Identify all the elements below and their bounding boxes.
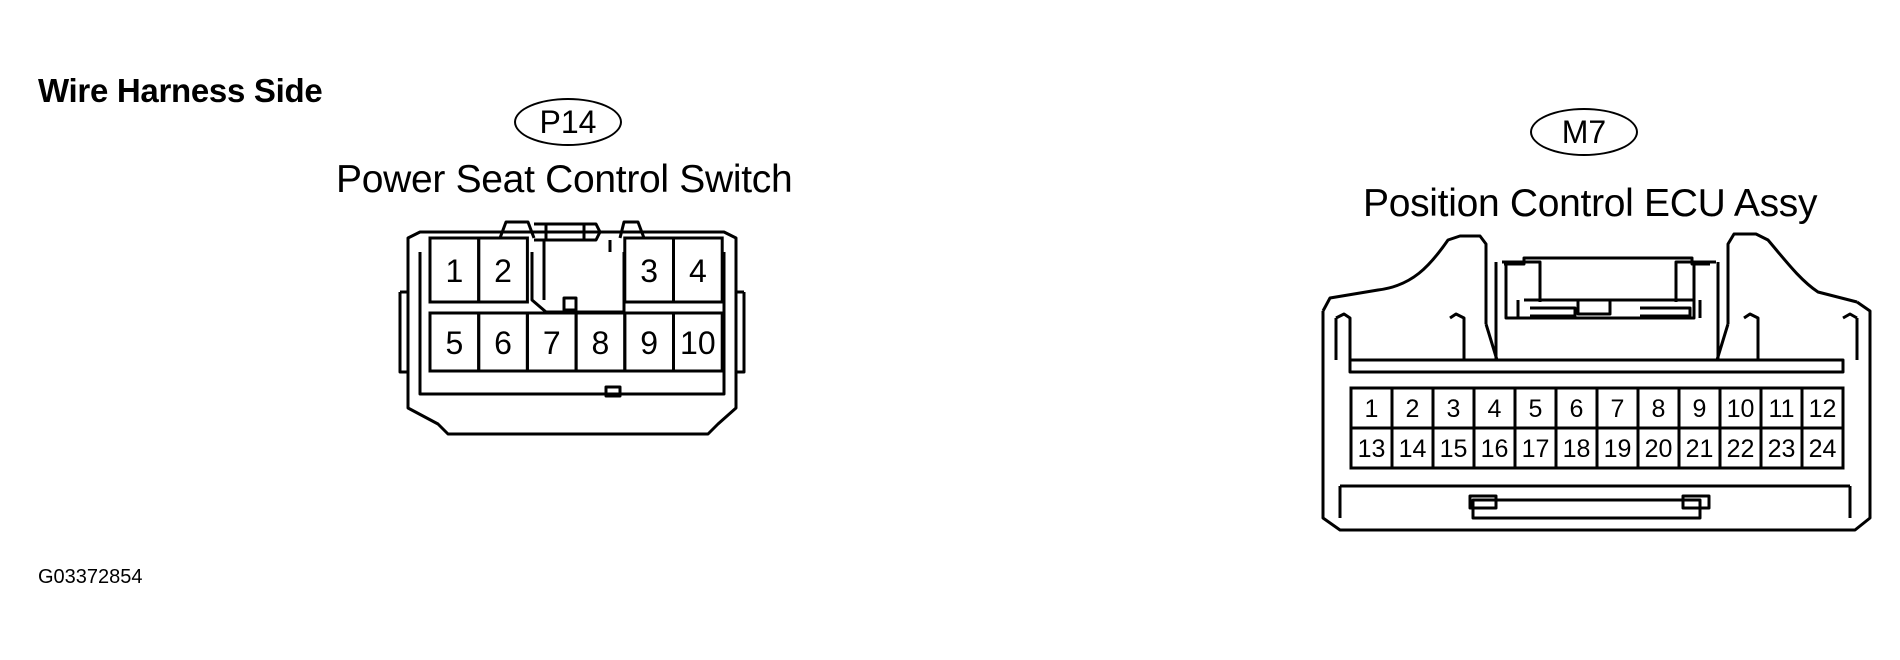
pin-p14-7: 7 [525, 311, 578, 373]
pin-number: 1 [445, 253, 463, 289]
pin-cavity [672, 311, 724, 373]
pin-cavity [1800, 426, 1845, 470]
pin-number: 12 [1809, 395, 1837, 423]
pin-m7-24: 24 [1800, 426, 1845, 470]
pin-p14-4: 4 [672, 236, 724, 304]
pin-p14-8: 8 [574, 311, 627, 373]
pin-number: 22 [1727, 435, 1755, 463]
pin-number: 2 [494, 253, 512, 289]
pin-number: 19 [1604, 435, 1632, 463]
pin-number: 24 [1809, 435, 1837, 463]
pin-p14-10: 10 [672, 311, 724, 373]
connector-code-badge-p14: P14 [514, 98, 622, 146]
pin-number: 14 [1399, 435, 1427, 463]
pin-m7-17: 17 [1513, 426, 1558, 470]
pin-m7-8: 8 [1636, 386, 1681, 430]
pin-number: 9 [1693, 395, 1707, 423]
pin-m7-19: 19 [1595, 426, 1640, 470]
pin-number: 6 [1570, 395, 1584, 423]
pin-number: 10 [1727, 395, 1755, 423]
pin-number: 1 [1365, 395, 1379, 423]
pin-p14-1: 1 [428, 236, 481, 304]
connector-code-badge-m7: M7 [1530, 108, 1638, 156]
pin-m7-13: 13 [1349, 426, 1394, 470]
pin-cavity [477, 236, 529, 304]
pin-p14-6: 6 [477, 311, 529, 373]
connector-body-m7 [1321, 232, 1872, 532]
pin-number: 10 [680, 325, 716, 361]
pin-m7-12: 12 [1800, 386, 1845, 430]
diagram-heading: Wire Harness Side [38, 72, 323, 109]
pin-number: 4 [1488, 395, 1502, 423]
pin-m7-16: 16 [1472, 426, 1517, 470]
connector-name-m7: Position Control ECU Assy [1363, 182, 1818, 225]
pin-number: 4 [689, 253, 707, 289]
connector-name-p14: Power Seat Control Switch [336, 158, 793, 201]
pin-m7-10: 10 [1718, 386, 1763, 430]
pin-m7-1: 1 [1349, 386, 1394, 430]
pin-m7-9: 9 [1677, 386, 1722, 430]
pin-m7-21: 21 [1677, 426, 1722, 470]
pin-number: 2 [1406, 395, 1420, 423]
pin-number: 11 [1769, 395, 1795, 423]
pin-m7-3: 3 [1431, 386, 1476, 430]
pin-m7-23: 23 [1759, 426, 1804, 470]
pin-number: 23 [1768, 435, 1796, 463]
pin-p14-3: 3 [623, 236, 675, 304]
pin-m7-2: 2 [1390, 386, 1435, 430]
pin-number: 9 [640, 325, 658, 361]
pin-number: 8 [1652, 395, 1666, 423]
pin-m7-14: 14 [1390, 426, 1435, 470]
pin-number: 3 [640, 253, 658, 289]
pin-number: 7 [1611, 395, 1625, 423]
pin-number: 5 [1529, 395, 1543, 423]
pin-m7-7: 7 [1595, 386, 1640, 430]
pin-number: 21 [1686, 435, 1714, 463]
pin-p14-9: 9 [623, 311, 675, 373]
pin-m7-15: 15 [1431, 426, 1476, 470]
pin-m7-4: 4 [1472, 386, 1517, 430]
pin-number: 15 [1440, 435, 1468, 463]
pin-m7-6: 6 [1554, 386, 1599, 430]
connector-code-m7: M7 [1561, 113, 1607, 150]
figure-id: G03372854 [38, 566, 143, 588]
pin-number: 18 [1563, 435, 1591, 463]
pin-m7-5: 5 [1513, 386, 1558, 430]
pin-number: 8 [592, 325, 610, 361]
pin-p14-2: 2 [477, 236, 529, 304]
pin-m7-18: 18 [1554, 426, 1599, 470]
pin-m7-20: 20 [1636, 426, 1681, 470]
pin-number: 16 [1481, 435, 1509, 463]
pin-number: 7 [543, 325, 561, 361]
pin-cavity [672, 236, 724, 304]
pin-number: 17 [1522, 435, 1550, 463]
pin-number: 13 [1358, 435, 1386, 463]
pin-number: 3 [1447, 395, 1461, 423]
connector-code-p14: P14 [539, 103, 597, 140]
pin-number: 20 [1645, 435, 1673, 463]
pin-m7-11: 11 [1759, 386, 1804, 430]
pin-m7-22: 22 [1718, 426, 1763, 470]
pin-number: 5 [445, 325, 463, 361]
pin-number: 6 [494, 325, 512, 361]
pin-p14-5: 5 [428, 311, 481, 373]
